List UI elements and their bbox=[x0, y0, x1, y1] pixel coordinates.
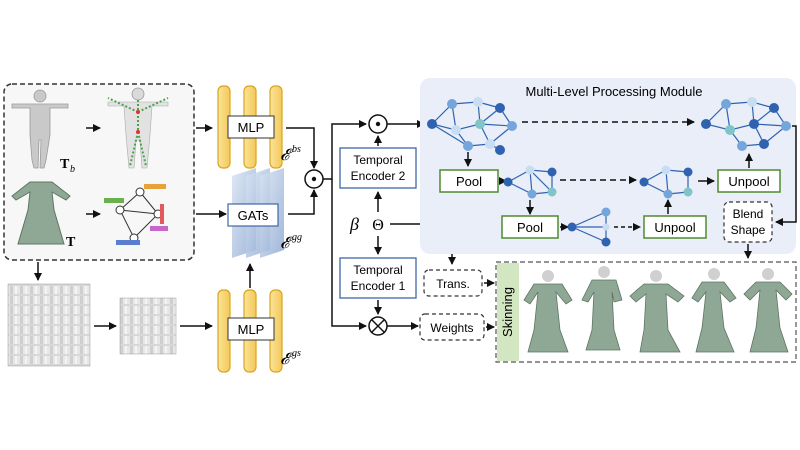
graph-level1-left bbox=[427, 97, 517, 155]
pool2-label: Pool bbox=[517, 220, 543, 235]
pool2-box bbox=[501, 215, 559, 239]
mlp-encoder-garment: MLP bbox=[217, 289, 283, 373]
temporal-encoder-2-box bbox=[339, 147, 417, 189]
graph-level2-right bbox=[639, 165, 693, 199]
gats-label: GATs bbox=[238, 208, 269, 223]
skinning-label: Skinning bbox=[500, 287, 515, 337]
skinning-tab bbox=[497, 263, 519, 361]
skeleton-figure bbox=[107, 87, 169, 169]
temporal-encoder-1-line2: Encoder 1 bbox=[351, 279, 406, 293]
body-label-subscript: b bbox=[70, 164, 75, 175]
trans-label: Trans. bbox=[436, 277, 470, 291]
blend-shape-line1: Blend bbox=[733, 207, 764, 221]
arrow-gats-to-hadamard bbox=[288, 189, 318, 215]
temporal-encoder-2-line1: Temporal bbox=[353, 153, 402, 167]
arrow-to-tensor-op bbox=[331, 179, 367, 330]
garment-graph-icon bbox=[104, 184, 168, 245]
tensor-cross-b bbox=[371, 319, 385, 333]
beta-symbol: β bbox=[349, 214, 359, 234]
mlp-encoder-body: MLP bbox=[217, 85, 283, 169]
arrow-to-hadamard-2 bbox=[323, 120, 367, 180]
unpool1-box bbox=[717, 169, 781, 193]
posed-figure-4 bbox=[691, 268, 737, 353]
garment-label: T bbox=[66, 235, 76, 250]
temporal-encoder-1-line1: Temporal bbox=[353, 263, 402, 277]
unpool2-label: Unpool bbox=[654, 220, 695, 235]
module-title: Multi-Level Processing Module bbox=[525, 84, 702, 99]
distance-matrix-small bbox=[119, 297, 177, 355]
hadamard-dot-1 bbox=[311, 176, 317, 182]
distance-matrix-large bbox=[7, 283, 91, 367]
mlp-top-superscript: bs bbox=[292, 144, 301, 155]
posed-figure-1 bbox=[523, 270, 573, 353]
blend-shape-line2: Shape bbox=[731, 223, 766, 237]
graph-level1-right bbox=[701, 97, 791, 151]
blend-shape-box bbox=[723, 201, 773, 243]
arrow-mlp-top-to-hadamard bbox=[286, 127, 318, 169]
pool1-box bbox=[439, 169, 499, 193]
body-mesh-figure bbox=[11, 89, 69, 169]
graph-level2-left bbox=[503, 165, 557, 199]
body-label: T bbox=[60, 157, 70, 172]
posed-figure-5 bbox=[743, 268, 793, 353]
graph-level3 bbox=[567, 207, 611, 247]
unpool1-label: Unpool bbox=[728, 174, 769, 189]
gats-superscript: gg bbox=[292, 232, 302, 243]
temporal-encoder-1-box bbox=[339, 257, 417, 299]
posed-figure-3 bbox=[629, 270, 685, 353]
hadamard-dot-2 bbox=[375, 121, 381, 127]
arrow-graph1-to-blend bbox=[775, 125, 797, 226]
weights-box bbox=[419, 313, 485, 341]
temporal-encoder-2-line2: Encoder 2 bbox=[351, 169, 406, 183]
pool1-label: Pool bbox=[456, 174, 482, 189]
mlp-bottom-label: MLP bbox=[238, 322, 265, 337]
gats-encoder: GATs bbox=[227, 168, 284, 258]
posed-figure-2 bbox=[581, 266, 623, 351]
unpool2-box bbox=[643, 215, 707, 239]
garment-mesh-figure bbox=[11, 181, 71, 245]
trans-box bbox=[423, 269, 483, 297]
mlp-top-label: MLP bbox=[238, 120, 265, 135]
mlp-bottom-superscript: gs bbox=[292, 348, 301, 359]
weights-label: Weights bbox=[430, 321, 473, 335]
theta-symbol: Θ bbox=[372, 217, 384, 234]
